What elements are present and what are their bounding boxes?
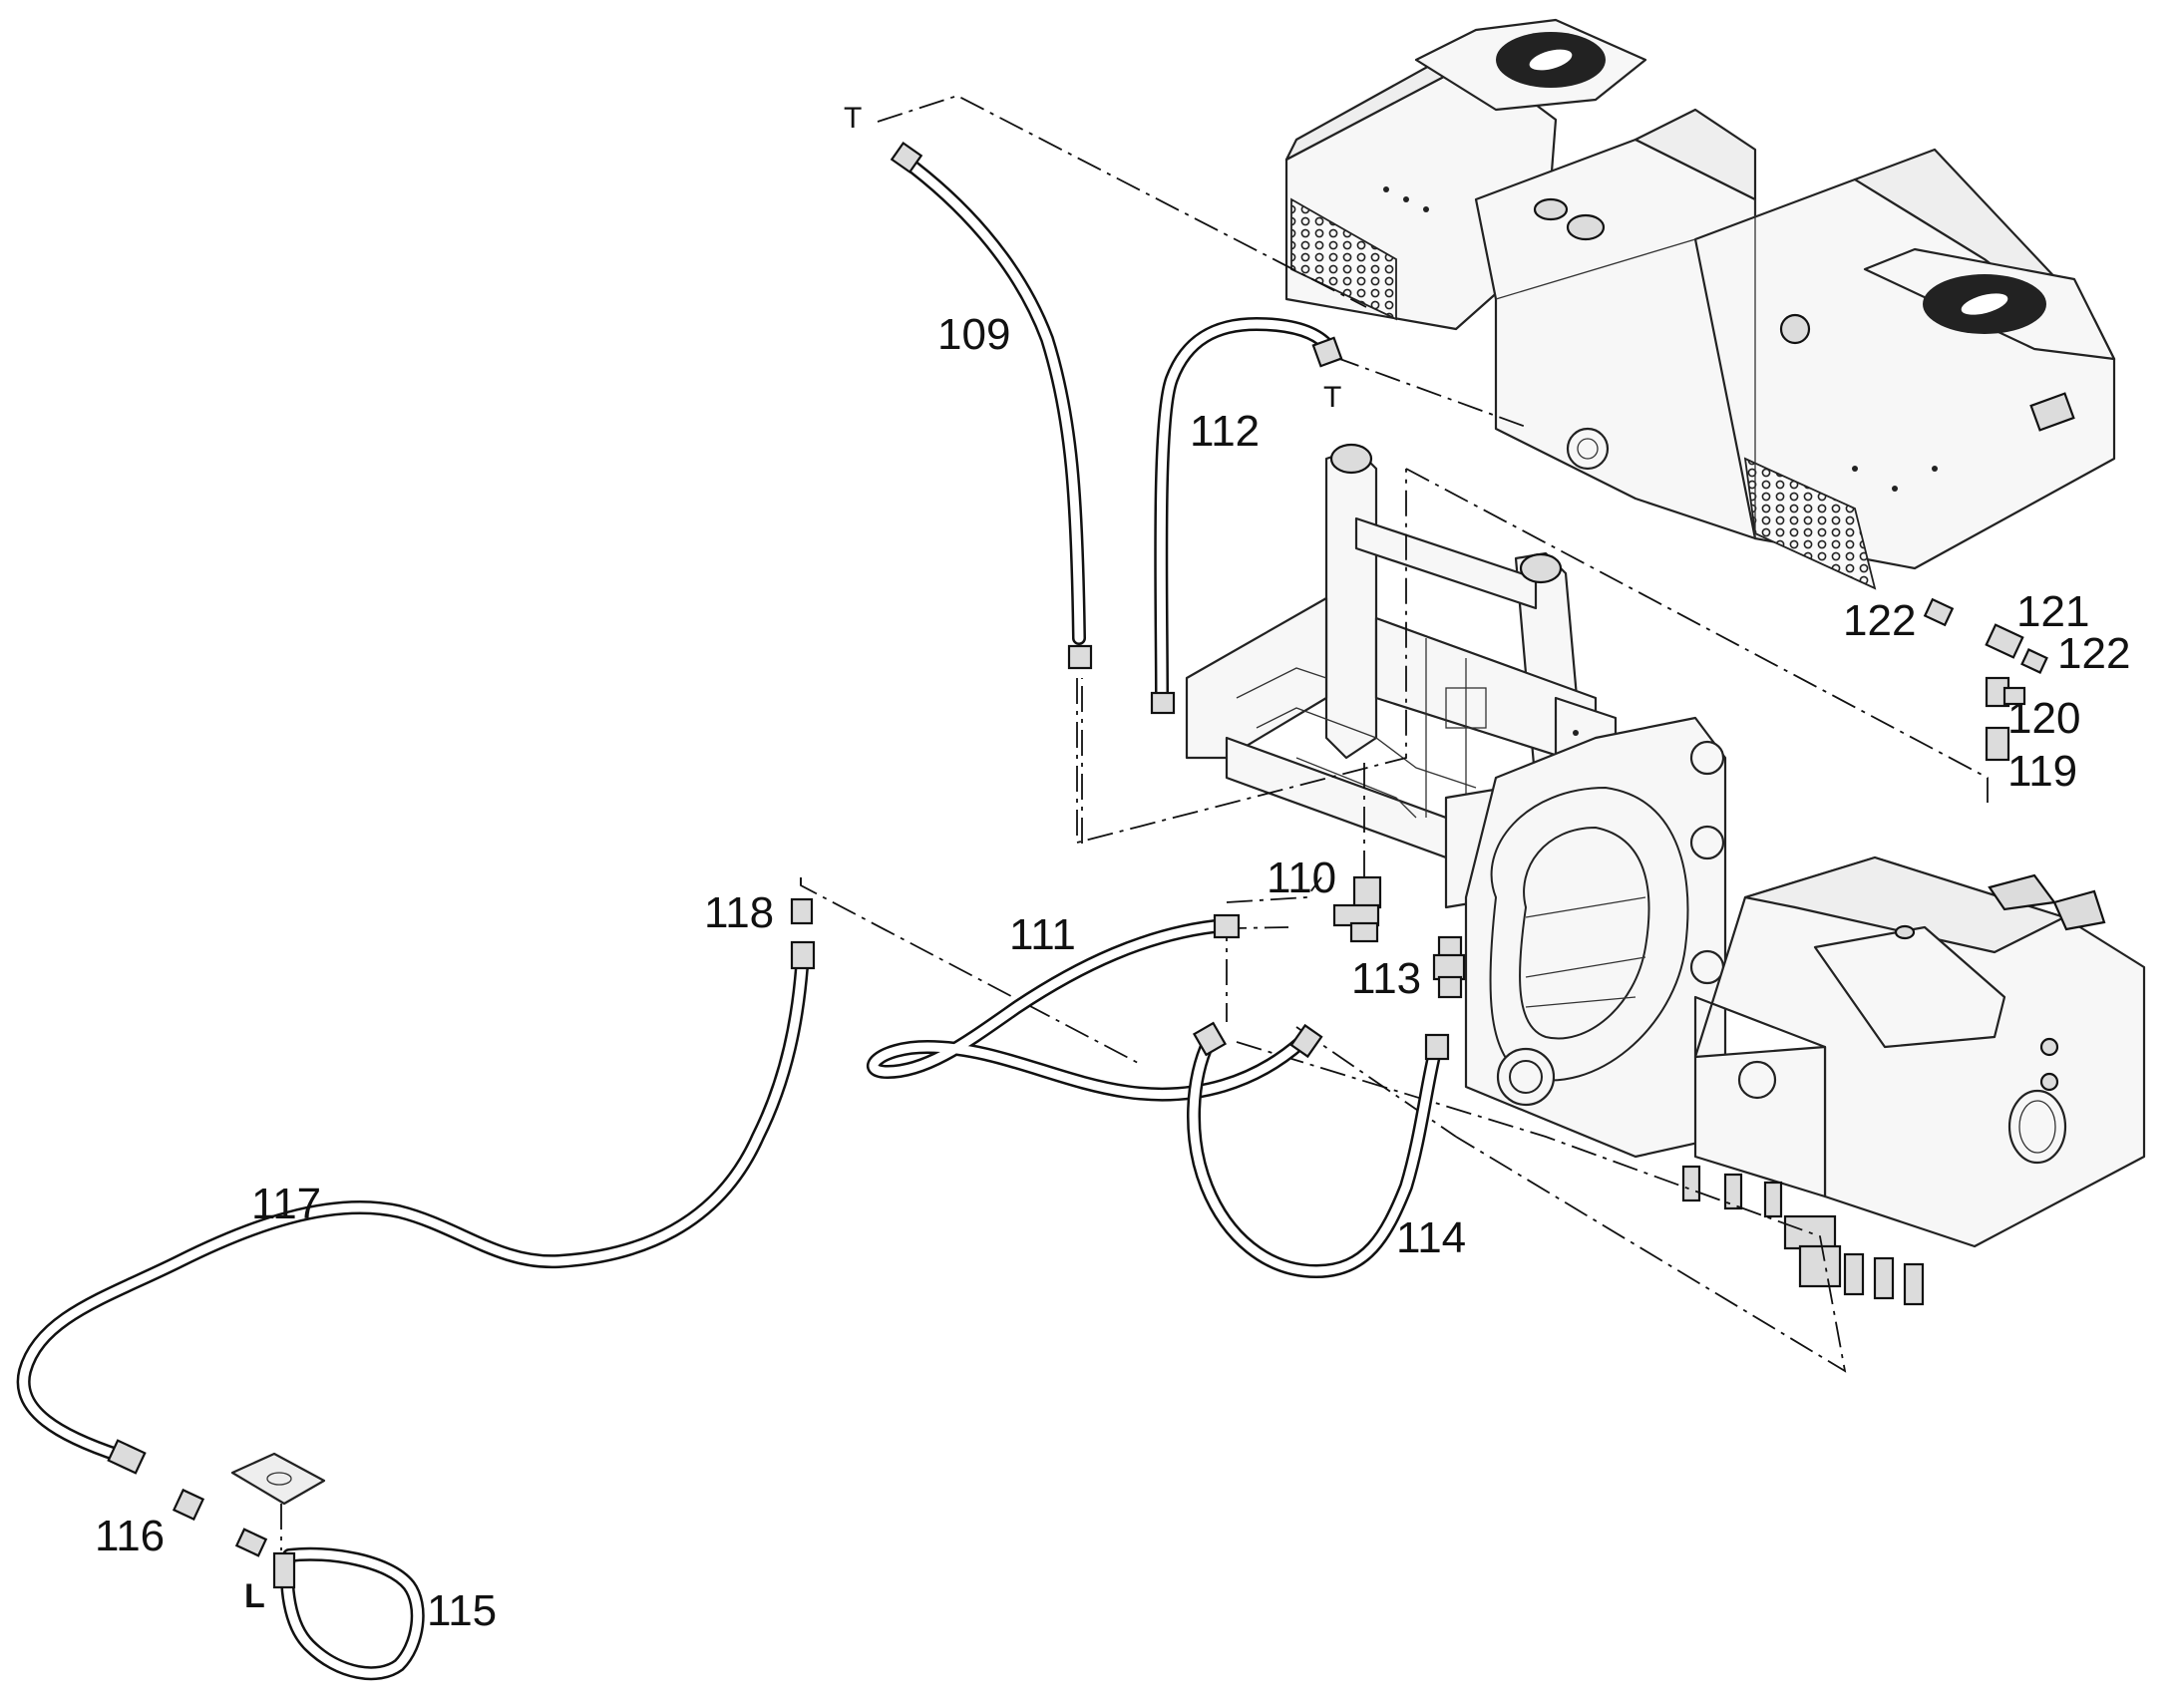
- callout-110: 110: [1267, 854, 1336, 902]
- mesh-panel-left: [1290, 197, 1397, 321]
- hose-111: [867, 913, 1323, 1102]
- port-marker-t-mid: T: [1323, 381, 1341, 414]
- pump-inspection-cover: [2007, 1089, 2067, 1165]
- callout-122-left: 122: [1843, 596, 1916, 645]
- callout-119: 119: [2007, 747, 2077, 796]
- fitting-assembly-119-122: [1923, 597, 2048, 762]
- callout-112: 112: [1190, 407, 1260, 456]
- callout-121: 121: [2016, 587, 2089, 636]
- hose-109: [890, 141, 1093, 670]
- callout-115: 115: [427, 1586, 497, 1635]
- fitting-118: [790, 897, 814, 925]
- hose-115: [272, 1546, 425, 1681]
- hose-114: [1187, 1021, 1450, 1278]
- mounting-plate: [230, 1452, 326, 1550]
- callout-116: 116: [95, 1512, 165, 1560]
- port-marker-t-top: T: [844, 102, 862, 135]
- callout-122-right: 122: [2057, 629, 2130, 678]
- callout-114: 114: [1396, 1213, 1466, 1262]
- callout-118: 118: [704, 888, 774, 937]
- mesh-panel-right: [1743, 457, 1877, 590]
- hydraulic-tank-assembly: [1284, 18, 2116, 590]
- callout-labels: 109 112 110 111 113 114 118 117 116 115 …: [95, 102, 2130, 1635]
- callout-120: 120: [2007, 694, 2080, 743]
- fitting-116: [172, 1488, 268, 1557]
- callout-109: 109: [937, 310, 1010, 359]
- callout-111: 111: [1009, 910, 1076, 959]
- callout-113: 113: [1351, 954, 1421, 1003]
- callout-117: 117: [251, 1180, 321, 1228]
- fitting-110: [1332, 875, 1382, 943]
- tank-round-port: [1566, 427, 1610, 471]
- pump-tank-unit: [1681, 855, 2146, 1306]
- hose-112: [1150, 317, 1343, 715]
- gearbox-housing: [1464, 716, 1727, 1159]
- filler-cap: [1566, 213, 1606, 241]
- port-marker-l: L: [244, 1577, 265, 1615]
- hose-117: [16, 940, 816, 1475]
- fitting-113: [1432, 935, 1466, 999]
